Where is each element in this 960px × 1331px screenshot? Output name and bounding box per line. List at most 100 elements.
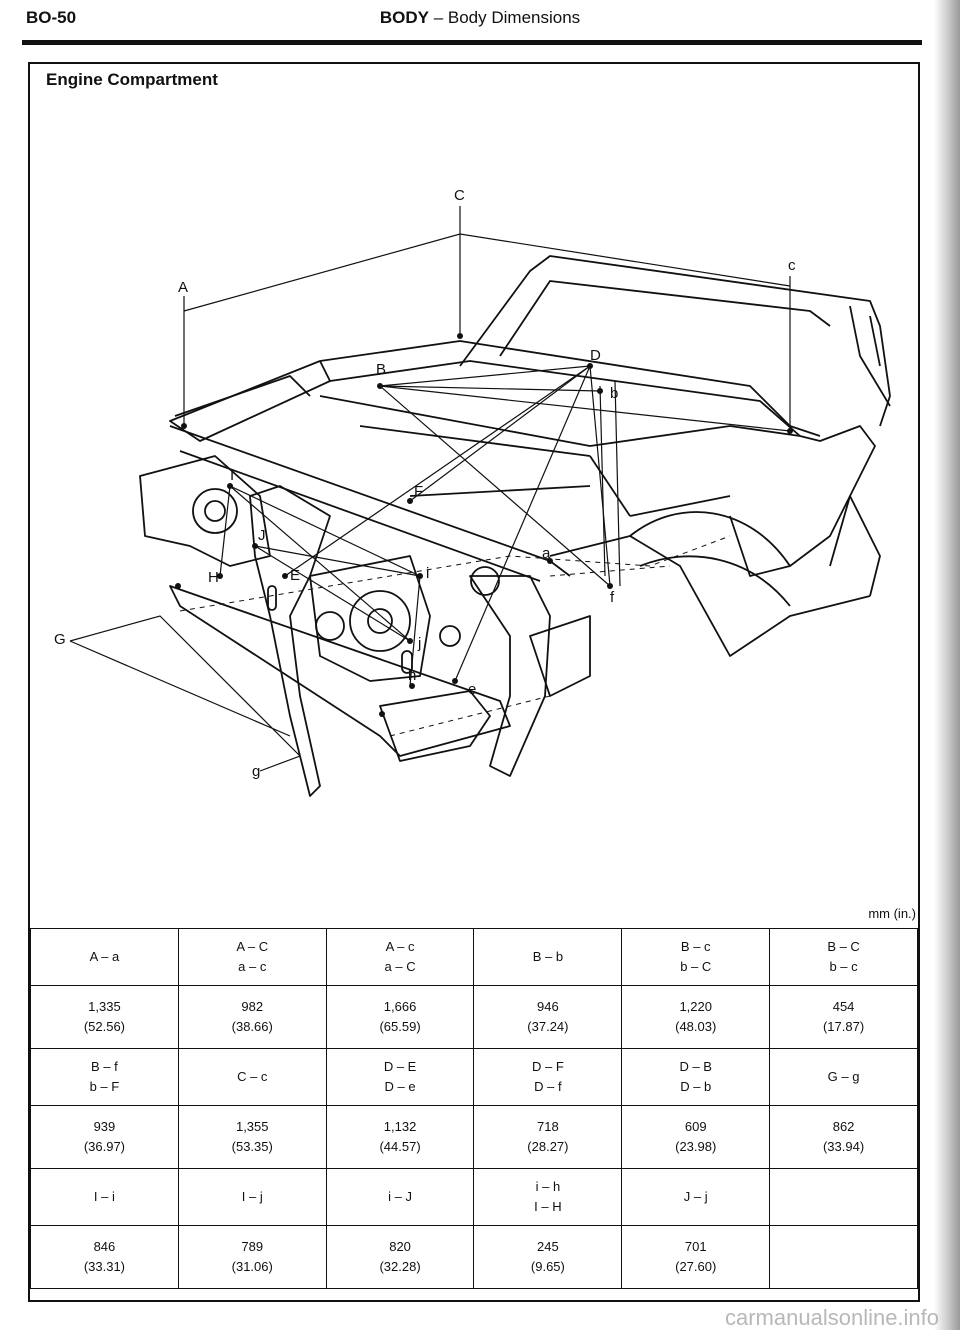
dimension-in: (17.87) <box>822 1019 865 1034</box>
dimension-label-cell <box>769 1168 918 1226</box>
dimension-value-cell: 701(27.60) <box>621 1225 771 1289</box>
right-mount-plate <box>529 615 591 697</box>
left-apron-top <box>174 375 311 417</box>
dimension-mm: 1,335 <box>88 999 121 1014</box>
point-j <box>407 638 413 644</box>
dimension-label: A – a <box>89 949 120 964</box>
dimension-in: (36.97) <box>83 1139 126 1154</box>
point-F <box>407 498 413 504</box>
hidden-line-3 <box>549 565 671 577</box>
point-J <box>252 543 258 549</box>
line-b-c <box>614 380 621 587</box>
point-C <box>457 333 463 339</box>
hole-2 <box>470 566 500 596</box>
table-value-row: 846(33.31)789(31.06)820(32.28)245(9.65)7… <box>30 1225 918 1289</box>
point-b <box>597 388 603 394</box>
left-lamp-inner <box>204 500 226 522</box>
dimension-value-cell: 1,132(44.57) <box>325 1105 475 1169</box>
dimension-label: b – c <box>829 959 858 974</box>
page-title: BODY – Body Dimensions <box>0 8 960 28</box>
dimension-label-cell: C – c <box>177 1048 327 1106</box>
point-i <box>417 573 423 579</box>
label-h: h <box>408 667 416 684</box>
footer-watermark: carmanualsonline.info <box>725 1305 940 1330</box>
dimension-label: i – h <box>535 1179 561 1194</box>
right-apron-lower <box>549 535 871 657</box>
dimension-value-cell: 982(38.66) <box>177 985 327 1049</box>
label-b: b <box>610 385 618 402</box>
line-H-I <box>219 485 231 577</box>
dimension-label: I – i <box>93 1189 115 1204</box>
dimension-in: (28.27) <box>527 1139 569 1154</box>
dimension-in: (44.57) <box>379 1139 421 1154</box>
dimension-mm: 718 <box>537 1119 559 1134</box>
line-D-F <box>409 365 591 502</box>
point-c <box>787 428 793 434</box>
dimension-in: (48.03) <box>675 1019 717 1034</box>
point-B <box>377 383 383 389</box>
firewall <box>319 395 876 567</box>
label-A: A <box>178 279 188 296</box>
dimension-value-cell: 1,220(48.03) <box>621 985 771 1049</box>
line-J-j <box>254 545 411 642</box>
dimension-value-cell <box>769 1225 918 1289</box>
line-I-i <box>229 485 421 577</box>
dimension-mm: 946 <box>537 999 559 1014</box>
dimension-value-cell: 846(33.31) <box>30 1225 179 1289</box>
left-headlamp-housing <box>139 455 271 567</box>
dimension-in: (65.59) <box>379 1019 421 1034</box>
dimension-label: I – H <box>534 1199 562 1214</box>
line-B-f <box>379 385 611 587</box>
dimension-label: b – C <box>680 959 712 974</box>
label-f: f <box>610 589 615 606</box>
dimension-in: (53.35) <box>231 1139 273 1154</box>
dimension-in: (31.06) <box>231 1259 273 1274</box>
dimension-label-cell: A – a <box>30 928 179 986</box>
label-a: a <box>542 545 551 562</box>
dimension-label-cell: i – h I – H <box>473 1168 623 1226</box>
slot-2 <box>267 585 277 611</box>
line-B-D <box>379 365 591 387</box>
dimension-mm: 454 <box>832 999 855 1014</box>
dimension-label-cell: i – J <box>325 1168 475 1226</box>
windshield-frame <box>459 255 891 427</box>
label-G: G <box>54 631 66 648</box>
cowl-panel <box>319 340 821 437</box>
header-rule <box>22 40 922 45</box>
radiator-support-lower <box>179 450 541 582</box>
dimension-mm: 1,355 <box>235 1119 269 1134</box>
dimension-in: (32.28) <box>379 1259 421 1274</box>
label-i: i <box>426 565 429 582</box>
point-A <box>181 423 187 429</box>
dimension-value-cell: 820(32.28) <box>325 1225 475 1289</box>
right-wheelhouse <box>639 555 791 607</box>
dimension-value-cell: 789(31.06) <box>177 1225 327 1289</box>
dimension-value-cell: 245(9.65) <box>473 1225 623 1289</box>
dimension-mm: 701 <box>684 1239 707 1254</box>
engine-compartment-diagram: C A c B D b F I J E H G i j h e a f g <box>54 187 891 797</box>
point-h <box>409 683 415 689</box>
line-A-C <box>183 233 791 312</box>
hidden-line-1 <box>179 535 731 612</box>
point-G <box>175 583 181 589</box>
line-D-e <box>454 365 591 682</box>
dimension-label: D – f <box>534 1079 562 1094</box>
windshield-inner <box>499 280 831 357</box>
line-i-h <box>409 575 421 687</box>
dimension-value-cell: 862(33.94) <box>769 1105 918 1169</box>
right-lamp-ring <box>349 590 411 652</box>
label-I: I <box>230 467 234 484</box>
label-c: c <box>788 257 796 274</box>
dimension-value-cell: 609(23.98) <box>621 1105 771 1169</box>
line-G-g-2 <box>69 640 291 737</box>
dimension-label: B – b <box>532 949 564 964</box>
page-code: BO-50 <box>26 8 77 27</box>
point-I <box>227 483 233 489</box>
